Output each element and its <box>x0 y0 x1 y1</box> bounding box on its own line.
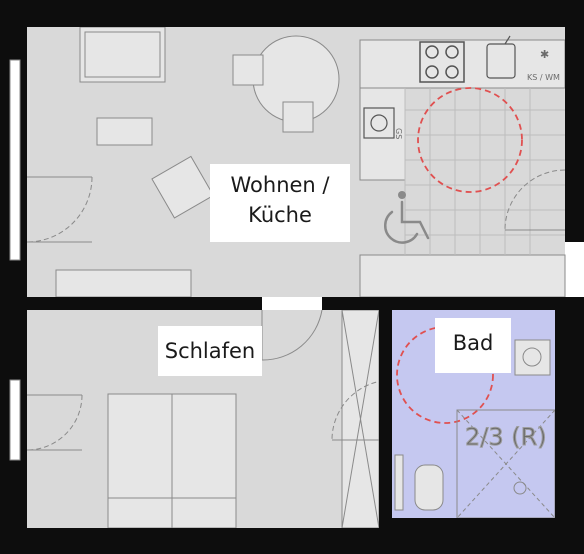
sideboard <box>55 269 192 298</box>
accessibility-label: 2/3 (R) <box>465 423 547 451</box>
kitchen-counters <box>359 39 566 298</box>
bedroom-door <box>261 309 323 361</box>
dishwasher <box>363 107 395 139</box>
armchair <box>151 155 215 219</box>
bathroom-label: Bad <box>435 318 511 373</box>
windows <box>9 59 21 461</box>
living-kitchen-label-line1: Wohnen / <box>230 173 330 197</box>
dining-chairs <box>232 54 314 133</box>
twin-bed <box>107 393 237 529</box>
coffee-table <box>96 117 153 146</box>
washer-label: KS / WM <box>527 73 560 82</box>
bedroom-label: Schlafen <box>158 326 262 376</box>
star-marker: ✱ <box>540 48 549 61</box>
bedroom-window-door <box>26 394 83 451</box>
wardrobe <box>341 309 380 529</box>
kitchen-tile-grid <box>404 88 565 255</box>
living-kitchen-label-line2: Küche <box>248 203 312 227</box>
kitchen-sink <box>486 35 516 79</box>
dishwasher-label: GS <box>394 128 403 139</box>
kitchen-turning-circle <box>417 87 523 193</box>
entry-door <box>504 169 566 231</box>
living-kitchen-label: Wohnen / Küche <box>210 164 350 242</box>
living-window-door <box>26 176 93 243</box>
stove-burners <box>419 41 465 83</box>
sofa <box>79 26 166 83</box>
toilet <box>394 454 444 511</box>
bath-sink <box>514 339 551 376</box>
wheelchair-icon <box>384 191 430 244</box>
